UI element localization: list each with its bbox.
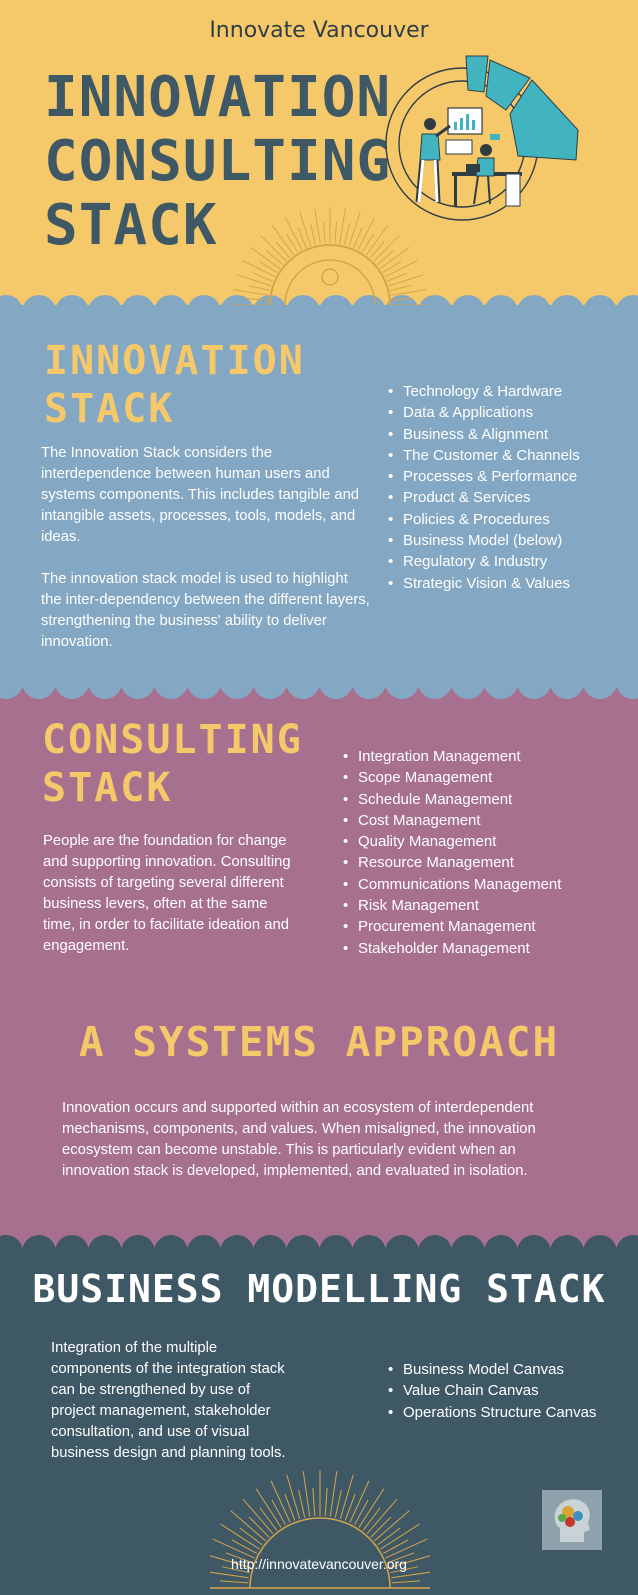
consulting-stack-title: CONSULTING STACK xyxy=(42,716,303,812)
list-item: Business & Alignment xyxy=(388,424,638,446)
innovation-stack-paragraph-1: The Innovation Stack considers the inter… xyxy=(41,445,360,545)
scallop-divider-yellow-blue xyxy=(0,295,638,318)
list-item: Product & Services xyxy=(388,487,638,509)
business-modelling-title: BUSINESS MODELLING STACK xyxy=(32,1267,606,1311)
list-item: The Customer & Channels xyxy=(388,445,638,467)
list-item: Processes & Performance xyxy=(388,466,638,488)
list-item: Procurement Management xyxy=(343,916,638,938)
site-name: Innovate Vancouver xyxy=(209,18,429,43)
list-item: Stakeholder Management xyxy=(343,938,638,960)
list-item: Business Model (below) xyxy=(388,530,638,552)
consulting-stack-title-line: CONSULTING xyxy=(42,717,303,763)
list-item: Scope Management xyxy=(343,767,638,789)
list-item: Schedule Management xyxy=(343,789,638,811)
list-item: Value Chain Canvas xyxy=(388,1380,603,1402)
gear-head-logo-icon xyxy=(542,1490,602,1550)
sunburst-decoration xyxy=(232,207,428,305)
innovation-stack-title-line: INNOVATION xyxy=(44,338,305,384)
page-title: INNOVATION CONSULTING STACK xyxy=(44,66,391,258)
page-title-line: INNOVATION xyxy=(44,65,392,130)
consulting-stack-list: Integration Management Scope Management … xyxy=(342,746,638,959)
page-title-line: STACK xyxy=(44,193,218,258)
list-item: Regulatory & Industry xyxy=(388,551,638,573)
page-title-line: CONSULTING xyxy=(44,129,392,194)
list-item: Communications Management xyxy=(343,874,638,896)
scallop-divider-blue-purple xyxy=(0,676,638,699)
consulting-stack-title-line: STACK xyxy=(42,765,173,811)
list-item: Policies & Procedures xyxy=(388,509,638,531)
list-item: Technology & Hardware xyxy=(388,381,638,403)
innovation-stack-title-line: STACK xyxy=(44,386,175,432)
business-modelling-paragraph: Integration of the multiple components o… xyxy=(51,1340,286,1461)
list-item: Strategic Vision & Values xyxy=(388,573,638,595)
innovation-stack-list: Technology & Hardware Data & Application… xyxy=(387,381,638,594)
list-item: Business Model Canvas xyxy=(388,1359,603,1381)
list-item: Resource Management xyxy=(343,852,638,874)
business-modelling-list: Business Model Canvas Value Chain Canvas… xyxy=(387,1359,603,1423)
consulting-stack-paragraph: People are the foundation for change and… xyxy=(43,833,291,954)
list-item: Risk Management xyxy=(343,895,638,917)
systems-approach-paragraph: Innovation occurs and supported within a… xyxy=(62,1100,536,1179)
website-link[interactable]: http://innovatevancouver.org xyxy=(231,1556,407,1572)
list-item: Quality Management xyxy=(343,831,638,853)
list-item: Data & Applications xyxy=(388,402,638,424)
list-item: Cost Management xyxy=(343,810,638,832)
sunburst-decoration xyxy=(210,1470,430,1589)
innovation-stack-title: INNOVATION STACK xyxy=(44,337,305,433)
header-band xyxy=(0,0,638,320)
systems-approach-title: A SYSTEMS APPROACH xyxy=(78,1018,560,1066)
consulting-illustration xyxy=(385,55,579,221)
scallop-divider-purple-dark xyxy=(0,1235,638,1258)
innovation-stack-paragraph-2: The innovation stack model is used to hi… xyxy=(41,571,370,650)
list-item: Operations Structure Canvas xyxy=(388,1402,603,1424)
list-item: Integration Management xyxy=(343,746,638,768)
